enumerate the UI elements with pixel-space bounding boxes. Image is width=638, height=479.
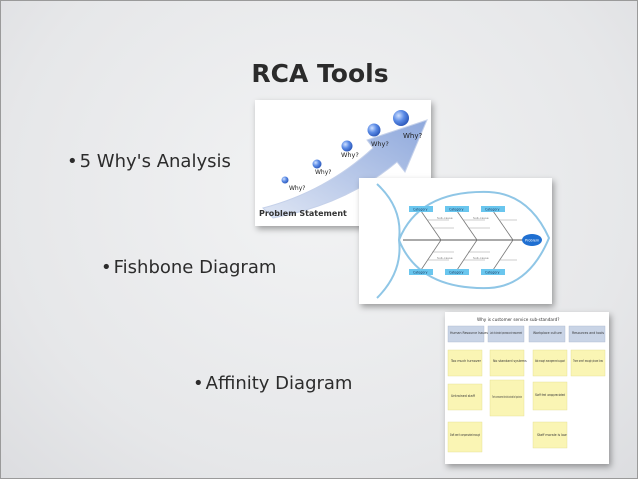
category-box bbox=[409, 269, 433, 275]
sticky-note bbox=[447, 349, 483, 377]
bullet-text: Fishbone Diagram bbox=[113, 257, 277, 278]
category-label: Category bbox=[449, 271, 464, 275]
affinity-graphic: Why is customer service sub-standard? Hu… bbox=[447, 317, 606, 453]
sticky-note bbox=[489, 379, 525, 417]
sphere-2 bbox=[312, 159, 322, 169]
header-note bbox=[528, 325, 566, 343]
category-box bbox=[481, 206, 505, 212]
bullet-affinity: •Affinity Diagram bbox=[193, 373, 352, 394]
cause-label: Sub-cause bbox=[473, 256, 489, 260]
sphere-1 bbox=[281, 176, 289, 184]
fish-outline bbox=[376, 183, 551, 299]
bullet-fishbone: •Fishbone Diagram bbox=[101, 257, 276, 278]
sticky-note bbox=[447, 383, 483, 411]
category-box bbox=[481, 269, 505, 275]
affinity-image: Why is customer service sub-standard? Hu… bbox=[445, 312, 609, 464]
header-note bbox=[568, 325, 606, 343]
header-label: Lack of standard processes and measureme… bbox=[490, 331, 522, 335]
fish-head-problem bbox=[522, 234, 542, 246]
cause-label: Sub-cause bbox=[437, 216, 453, 220]
note-text: Staff feel unappreciated bbox=[535, 393, 565, 397]
why-label: Why? bbox=[289, 185, 305, 192]
header-label: Resources and tools bbox=[572, 331, 604, 335]
sticky-note bbox=[532, 349, 568, 377]
why-label: Why? bbox=[371, 140, 389, 148]
note-text: Not enough management support bbox=[535, 359, 565, 363]
bullet-marker: • bbox=[67, 151, 78, 172]
bullet-marker: • bbox=[193, 373, 204, 394]
problem-label: Problem bbox=[525, 239, 540, 243]
category-label: Category bbox=[485, 271, 500, 275]
note-text: Staff aren't compensated enough bbox=[450, 433, 480, 437]
category-box bbox=[409, 206, 433, 212]
sticky-note bbox=[532, 421, 568, 449]
category-label: Category bbox=[413, 271, 428, 275]
note-text: There's no measurement for what is and w… bbox=[492, 395, 522, 399]
why-label: Why? bbox=[341, 151, 359, 159]
header-note bbox=[487, 325, 525, 343]
category-box bbox=[445, 269, 469, 275]
growth-arrow bbox=[262, 119, 428, 219]
note-text: There aren't enough phone lines bbox=[572, 359, 603, 363]
sticky-note bbox=[532, 381, 568, 411]
cause-label: Sub-cause bbox=[473, 216, 489, 220]
category-box bbox=[445, 206, 469, 212]
header-label: Workplace culture bbox=[533, 331, 562, 335]
slide-title: RCA Tools bbox=[251, 59, 389, 88]
fishbone-image: Sub-cause Sub-cause Sub-cause Sub-cause … bbox=[359, 178, 552, 304]
cause-label: Sub-cause bbox=[437, 256, 453, 260]
note-text: Untrained staff bbox=[451, 394, 476, 398]
sphere-4 bbox=[367, 123, 381, 137]
sticky-note bbox=[570, 349, 606, 377]
problem-statement-caption: Problem Statement bbox=[259, 209, 347, 218]
bullet-five-whys: •5 Why's Analysis bbox=[67, 151, 231, 172]
affinity-title: Why is customer service sub-standard? bbox=[477, 317, 559, 322]
header-label: Human Resource Issues bbox=[450, 331, 488, 335]
why-label: Why? bbox=[315, 169, 331, 176]
five-whys-graphic: Why? Why? Why? Why? Why? Problem Stateme… bbox=[259, 110, 428, 219]
note-text: No standard systems bbox=[493, 359, 527, 363]
category-label: Category bbox=[449, 208, 464, 212]
note-text: Staff morale is low bbox=[537, 433, 567, 437]
bullet-text: 5 Why's Analysis bbox=[79, 151, 231, 172]
category-label: Category bbox=[413, 208, 428, 212]
bullet-marker: • bbox=[101, 257, 112, 278]
note-text: Too much turnover bbox=[450, 359, 482, 363]
sticky-note bbox=[489, 349, 525, 377]
header-note bbox=[447, 325, 485, 343]
sphere-5 bbox=[393, 110, 409, 126]
bullet-text: Affinity Diagram bbox=[205, 373, 353, 394]
sphere-3 bbox=[341, 140, 353, 152]
five-whys-image: Why? Why? Why? Why? Why? Problem Stateme… bbox=[255, 100, 431, 226]
sticky-note bbox=[447, 421, 483, 453]
why-label: Why? bbox=[403, 132, 423, 140]
fishbone-graphic: Sub-cause Sub-cause Sub-cause Sub-cause … bbox=[376, 183, 551, 299]
category-label: Category bbox=[485, 208, 500, 212]
